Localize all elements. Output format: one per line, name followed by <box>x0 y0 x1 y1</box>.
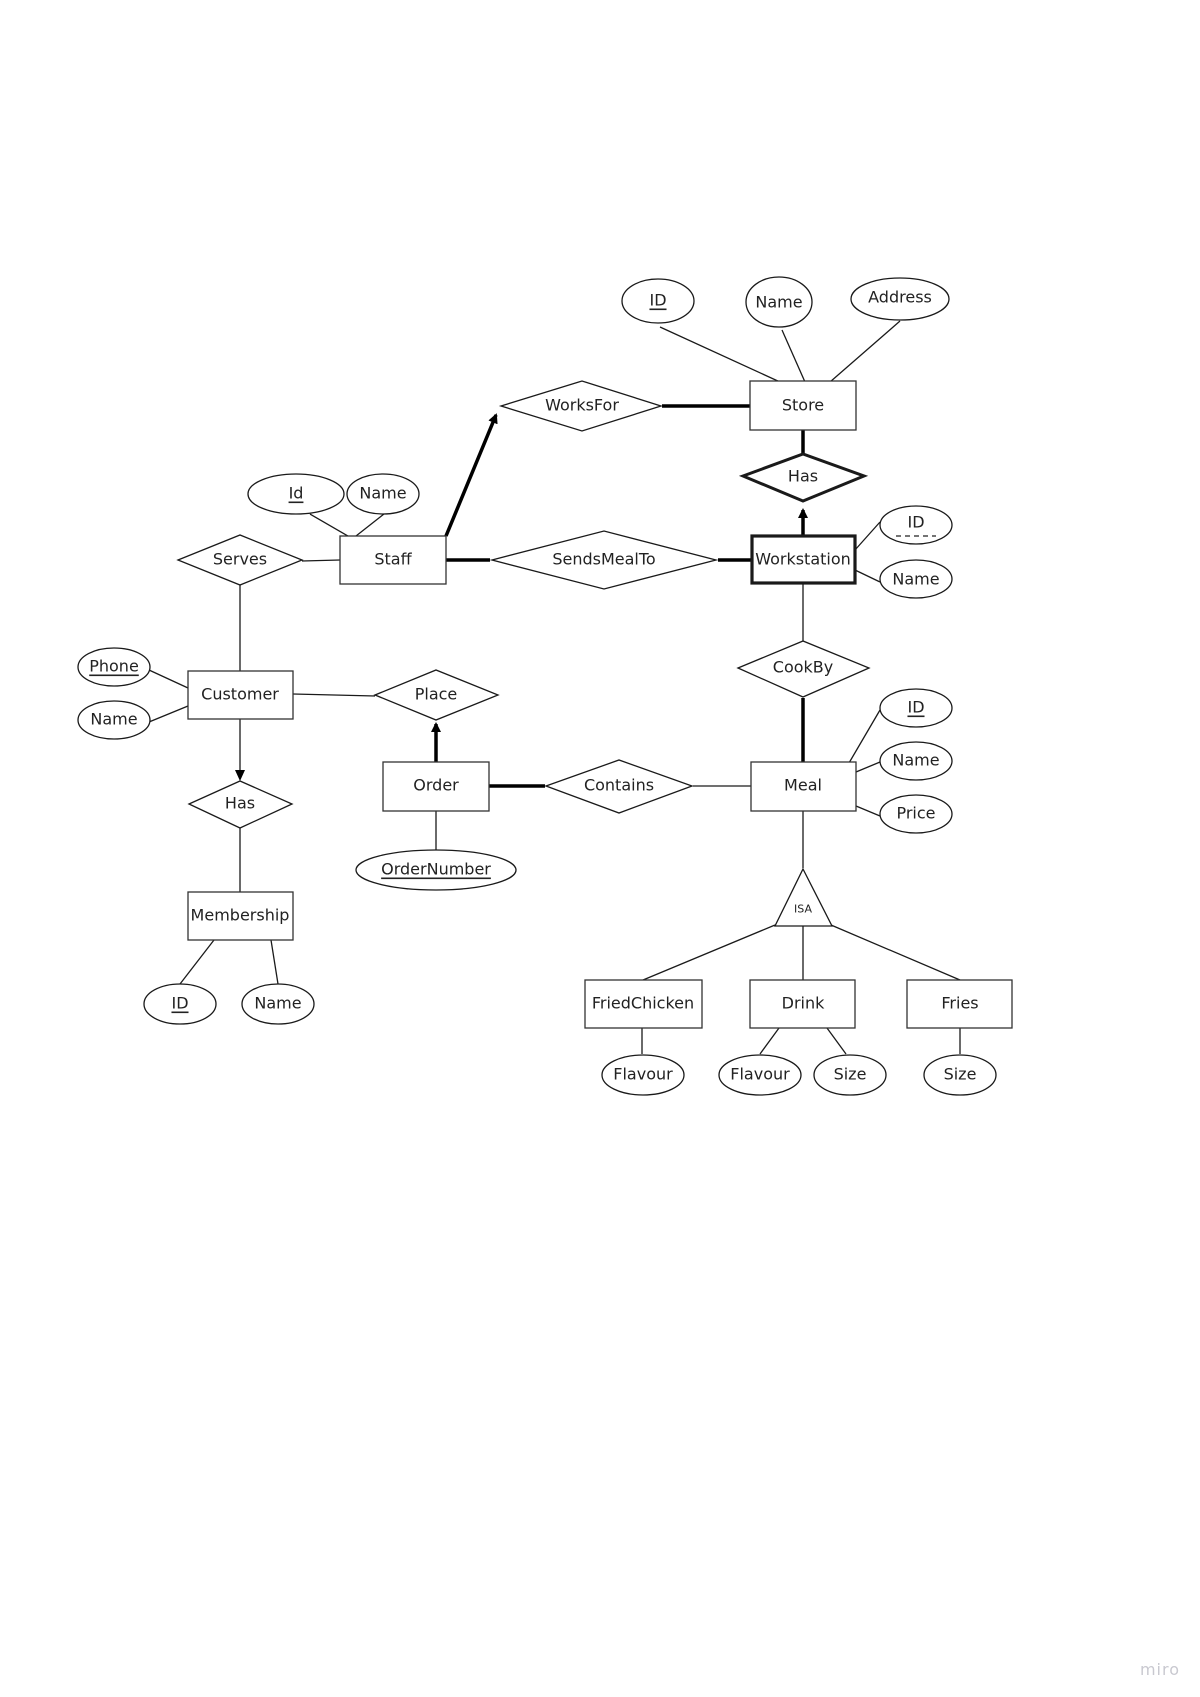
attr-workstation-name-label: Name <box>892 570 939 589</box>
entity-fries[interactable]: Fries <box>906 979 1013 1029</box>
attr-store-name[interactable]: Name <box>745 276 813 328</box>
entity-staff[interactable]: Staff <box>339 535 447 585</box>
rel-cookby[interactable]: CookBy <box>736 640 871 698</box>
attr-friedchicken-flavour-label: Flavour <box>613 1065 673 1084</box>
attr-workstation-id-label: ID <box>907 513 924 532</box>
attr-friedchicken-flavour[interactable]: Flavour <box>601 1054 685 1096</box>
entity-meal-label: Meal <box>784 776 822 795</box>
attr-customer-name-label: Name <box>90 710 137 729</box>
attr-store-id[interactable]: ID <box>621 278 695 324</box>
attr-staff-name-label: Name <box>359 484 406 503</box>
entity-drink-label: Drink <box>782 994 825 1013</box>
attr-order-ordernumber[interactable]: OrderNumber <box>355 849 517 891</box>
entity-order-label: Order <box>413 776 459 795</box>
attr-drink-flavour[interactable]: Flavour <box>718 1054 802 1096</box>
attr-meal-name-label: Name <box>892 751 939 770</box>
attr-staff-id[interactable]: Id <box>247 473 345 515</box>
entity-workstation-label: Workstation <box>755 550 851 569</box>
entity-fries-label: Fries <box>941 994 978 1013</box>
entity-workstation[interactable]: Workstation <box>750 534 857 585</box>
attr-workstation-name[interactable]: Name <box>879 559 953 599</box>
attr-membership-name[interactable]: Name <box>241 983 315 1025</box>
attr-store-id-label: ID <box>649 291 666 310</box>
rel-cookby-label: CookBy <box>773 658 833 677</box>
entity-drink[interactable]: Drink <box>749 979 856 1029</box>
attr-meal-id-label: ID <box>907 698 924 717</box>
entity-membership-label: Membership <box>191 906 290 925</box>
rel-place[interactable]: Place <box>373 669 500 721</box>
isa-triangle[interactable]: ISA <box>773 867 834 927</box>
attr-staff-id-label: Id <box>289 484 304 503</box>
attr-customer-phone-label: Phone <box>89 657 139 676</box>
attr-store-name-label: Name <box>755 293 802 312</box>
rel-serves-label: Serves <box>213 550 267 569</box>
attr-meal-price[interactable]: Price <box>879 794 953 834</box>
rel-contains[interactable]: Contains <box>544 759 694 814</box>
entity-friedchicken[interactable]: FriedChicken <box>584 979 703 1029</box>
attr-store-address-label: Address <box>868 288 932 307</box>
attr-meal-id[interactable]: ID <box>879 688 953 728</box>
entity-customer-label: Customer <box>201 685 279 704</box>
rel-worksfor-label: WorksFor <box>545 396 619 415</box>
entity-store[interactable]: Store <box>749 380 857 431</box>
attr-fries-size-label: Size <box>944 1065 977 1084</box>
entity-meal[interactable]: Meal <box>750 761 857 812</box>
attr-membership-id[interactable]: ID <box>143 983 217 1025</box>
attr-membership-id-label: ID <box>171 994 188 1013</box>
entity-store-label: Store <box>782 396 824 415</box>
attr-store-address[interactable]: Address <box>850 277 950 321</box>
attr-membership-name-label: Name <box>254 994 301 1013</box>
attr-meal-name[interactable]: Name <box>879 741 953 781</box>
rel-contains-label: Contains <box>584 776 654 795</box>
rel-place-label: Place <box>415 685 458 704</box>
rel-sendsmealto[interactable]: SendsMealTo <box>489 530 719 590</box>
miro-watermark: miro <box>1139 1660 1180 1679</box>
rel-worksfor[interactable]: WorksFor <box>498 380 664 432</box>
connectors <box>148 320 961 1055</box>
rel-customer-has-label: Has <box>225 794 255 813</box>
entity-membership[interactable]: Membership <box>187 891 294 941</box>
attr-customer-name[interactable]: Name <box>77 700 151 740</box>
entity-customer[interactable]: Customer <box>187 670 294 720</box>
attr-meal-price-label: Price <box>896 804 935 823</box>
attr-drink-flavour-label: Flavour <box>730 1065 790 1084</box>
rel-store-has[interactable]: Has <box>738 452 869 503</box>
entity-order[interactable]: Order <box>382 761 490 812</box>
entity-staff-label: Staff <box>374 550 412 569</box>
attr-drink-size-label: Size <box>834 1065 867 1084</box>
attr-workstation-id[interactable]: ID <box>879 505 953 545</box>
attr-customer-phone[interactable]: Phone <box>77 647 151 687</box>
attr-drink-size[interactable]: Size <box>813 1054 887 1096</box>
isa-label: ISA <box>794 903 812 916</box>
rel-sendsmealto-label: SendsMealTo <box>552 550 655 569</box>
rel-customer-has[interactable]: Has <box>187 780 294 829</box>
attr-order-ordernumber-label: OrderNumber <box>381 860 491 879</box>
entity-friedchicken-label: FriedChicken <box>592 994 694 1013</box>
attr-staff-name[interactable]: Name <box>346 473 420 515</box>
rel-serves[interactable]: Serves <box>176 534 304 586</box>
rel-store-has-label: Has <box>788 467 818 486</box>
attr-fries-size[interactable]: Size <box>923 1054 997 1096</box>
